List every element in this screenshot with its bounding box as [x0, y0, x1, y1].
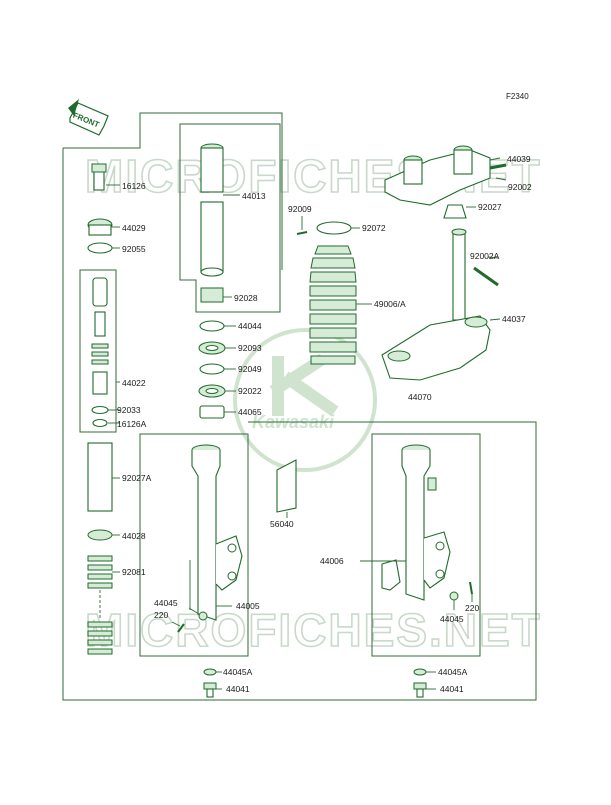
label-44037: 44037	[502, 314, 526, 324]
part-92081	[87, 555, 120, 655]
part-44045-right	[449, 591, 459, 610]
part-92049	[199, 363, 236, 375]
label-44041-right: 44041	[440, 684, 464, 694]
part-44039	[384, 145, 501, 206]
part-44065	[199, 405, 236, 419]
label-16126a: 16126A	[117, 419, 147, 429]
part-92027a	[87, 442, 120, 512]
part-92033	[91, 405, 120, 415]
label-44070: 44070	[408, 392, 432, 402]
label-44006: 44006	[320, 556, 344, 566]
part-44028	[87, 529, 120, 541]
label-44045-right: 44045	[440, 614, 464, 624]
label-92093: 92093	[238, 343, 262, 353]
part-44006	[360, 444, 451, 601]
part-49006a	[309, 245, 372, 365]
part-92055	[87, 242, 120, 254]
label-56040: 56040	[270, 519, 294, 529]
label-44065: 44065	[238, 407, 262, 417]
part-44041-right	[413, 682, 436, 698]
part-16126	[91, 163, 120, 191]
part-44041-left	[203, 682, 222, 698]
part-92022	[198, 384, 236, 398]
part-44045a-left	[203, 668, 222, 676]
label-44044: 44044	[238, 321, 262, 331]
label-92027a: 92027A	[122, 473, 152, 483]
label-92022: 92022	[238, 386, 262, 396]
part-44044	[199, 320, 236, 332]
label-44028: 44028	[122, 531, 146, 541]
label-44045a-right: 44045A	[438, 667, 468, 677]
part-44037	[381, 228, 501, 381]
part-92028	[200, 287, 232, 303]
part-220-right	[469, 581, 473, 602]
label-92081: 92081	[122, 567, 146, 577]
label-92072: 92072	[362, 223, 386, 233]
label-92002a: 92002A	[470, 251, 500, 261]
part-92009	[296, 216, 308, 235]
label-44045-left: 44045	[154, 598, 178, 608]
part-44045a-right	[413, 668, 436, 676]
label-44022: 44022	[122, 378, 146, 388]
watermark-bottom: MICROFICHES.NET	[85, 604, 542, 656]
part-220-left	[171, 621, 185, 633]
part-92093	[198, 341, 236, 355]
label-92055: 92055	[122, 244, 146, 254]
part-92027	[443, 204, 476, 219]
part-44045-left	[188, 607, 208, 621]
part-44022	[91, 277, 120, 395]
part-44005	[189, 444, 243, 621]
label-92027: 92027	[478, 202, 502, 212]
label-44029: 44029	[122, 223, 146, 233]
diagram-code: F2340	[506, 92, 529, 101]
part-44029	[87, 218, 120, 236]
label-49006a: 49006/A	[374, 299, 406, 309]
part-92002a	[473, 256, 499, 287]
label-44041-left: 44041	[226, 684, 250, 694]
part-16126a	[92, 418, 120, 428]
part-92002	[489, 163, 507, 181]
kawasaki-logo: Kawasaki	[233, 328, 377, 472]
label-44039: 44039	[507, 154, 531, 164]
label-92009: 92009	[288, 204, 312, 214]
front-arrow-icon: FRONT	[68, 99, 109, 136]
label-92049: 92049	[238, 364, 262, 374]
label-44045a-left: 44045A	[223, 667, 253, 677]
part-56040	[276, 459, 297, 518]
label-220-left: 220	[154, 610, 168, 620]
label-44013: 44013	[242, 191, 266, 201]
label-92028: 92028	[234, 293, 258, 303]
part-92072	[316, 221, 360, 235]
label-44005: 44005	[236, 601, 260, 611]
label-16126: 16126	[122, 181, 146, 191]
label-92033: 92033	[117, 405, 141, 415]
assembly-frame	[62, 112, 537, 701]
label-92002: 92002	[508, 182, 532, 192]
part-44013	[200, 143, 240, 277]
label-220-right: 220	[465, 603, 479, 613]
part-labels: 44039 92002 92027 16126 44013 44029 9200…	[117, 154, 532, 694]
